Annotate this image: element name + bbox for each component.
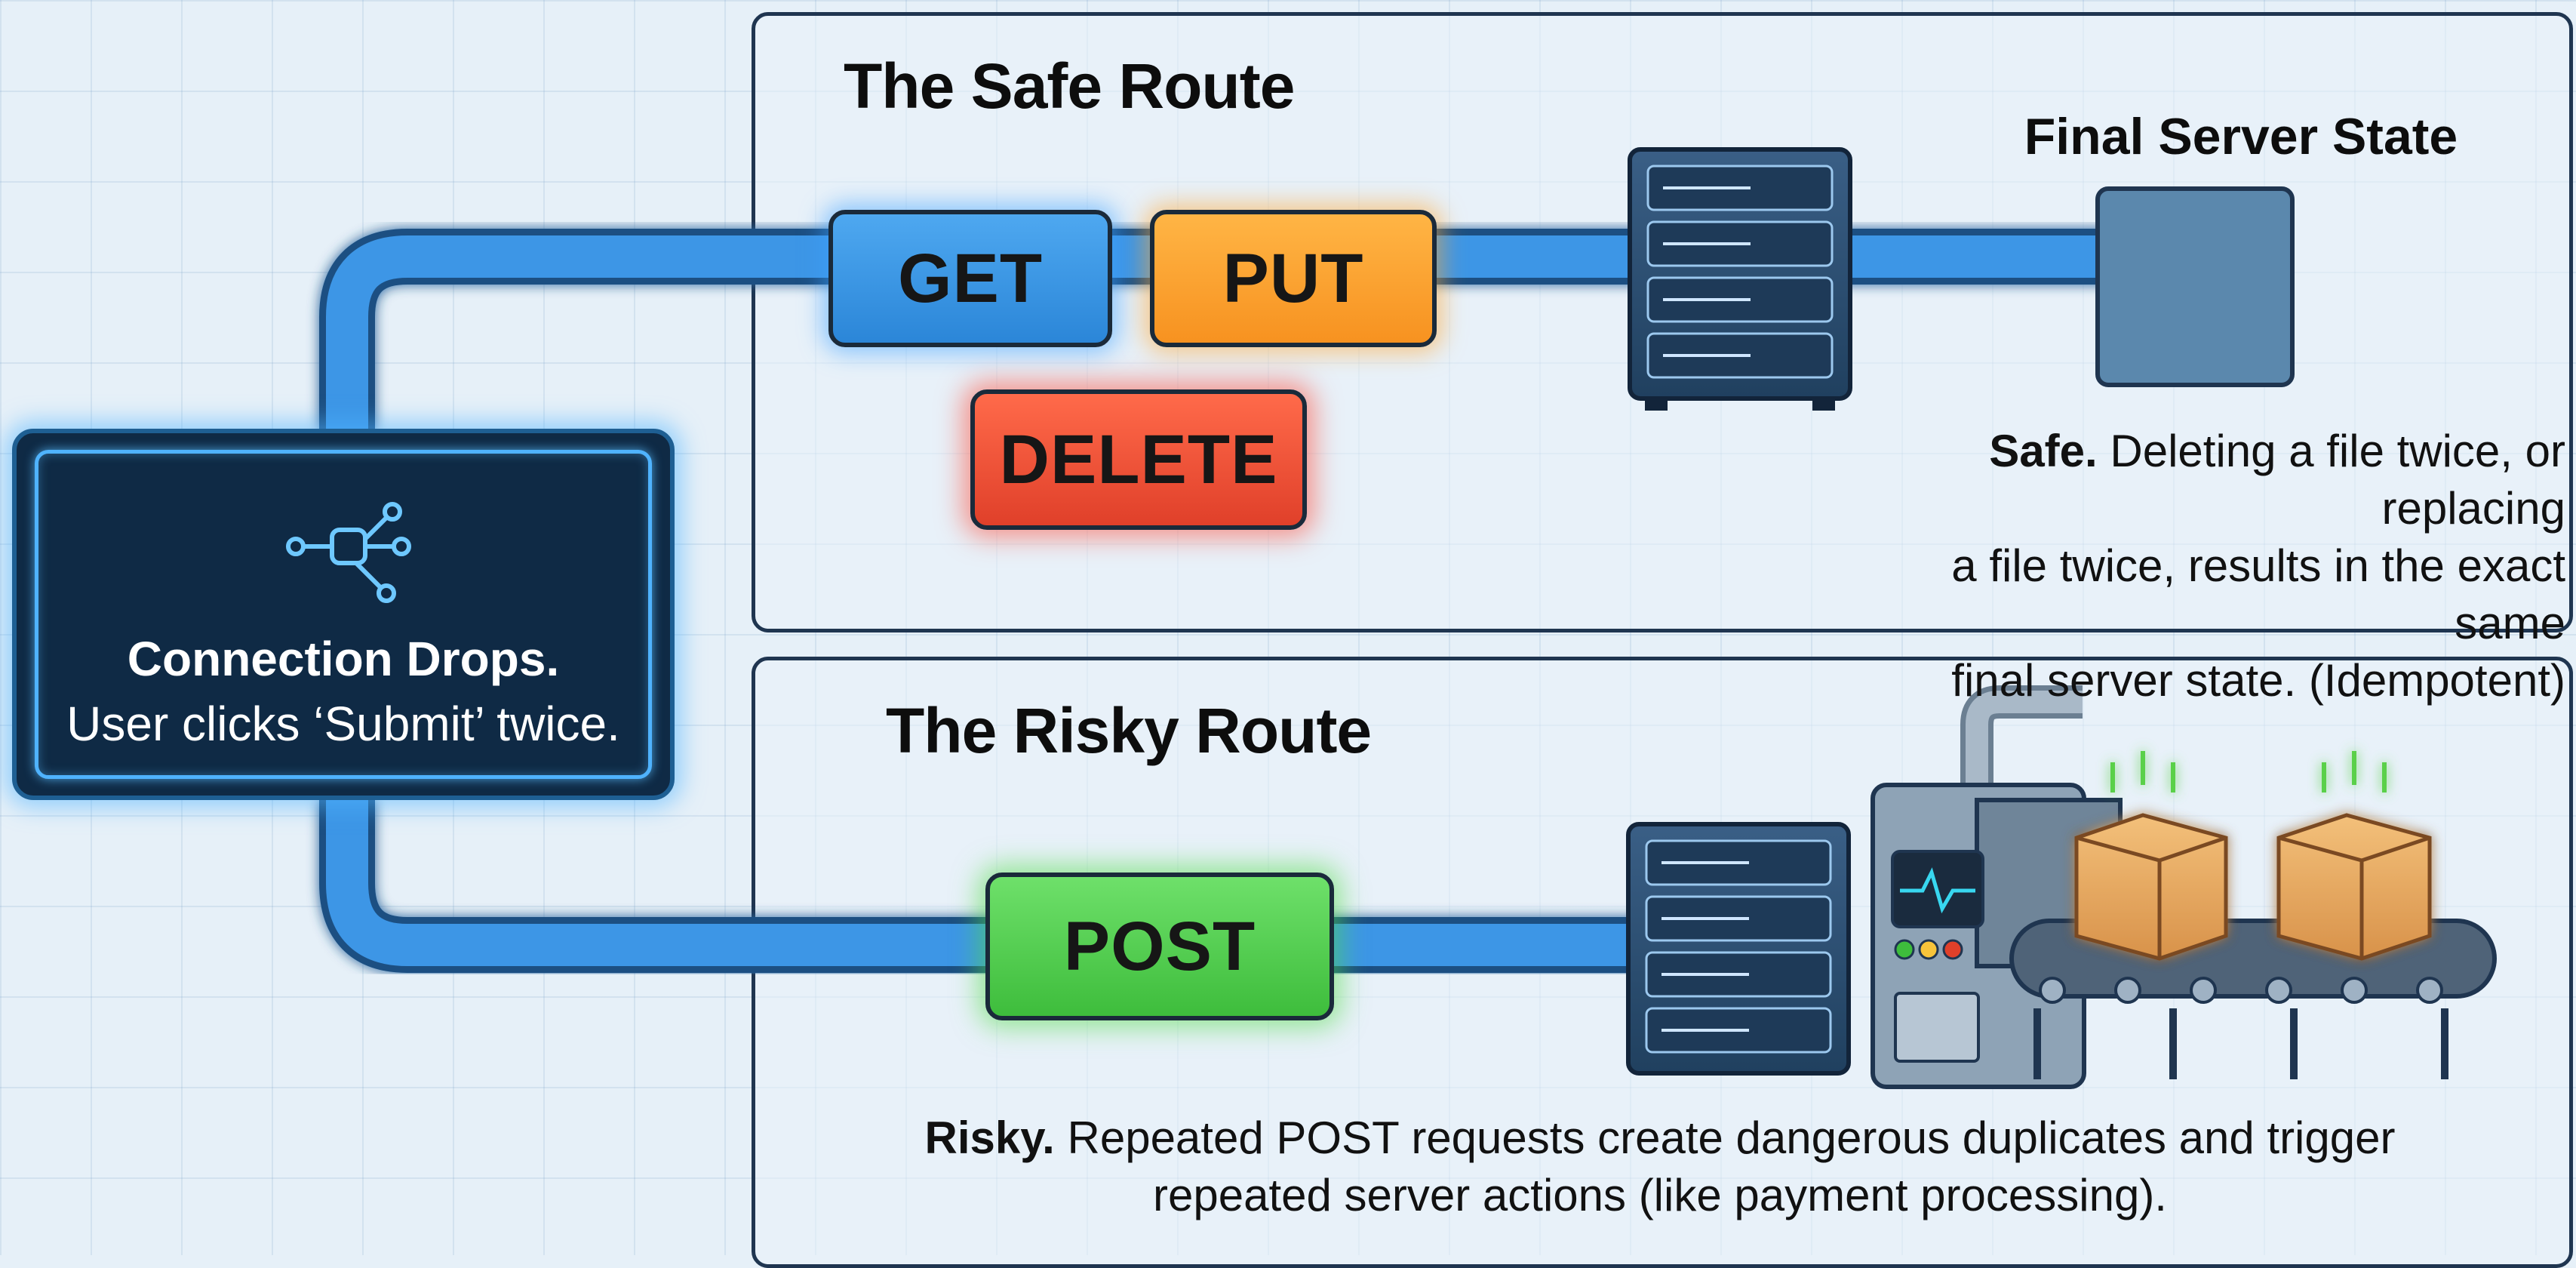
delete-method-badge: DELETE — [970, 389, 1307, 530]
risky-caption-line2: repeated server actions (like payment pr… — [1153, 1170, 2167, 1220]
safe-route-title: The Safe Route — [844, 51, 1295, 122]
factory-machine-icon — [1871, 685, 2123, 1089]
put-method-badge: PUT — [1150, 210, 1437, 347]
connection-title: Connection Drops. — [127, 632, 560, 686]
safe-caption-lead: Safe. — [1989, 426, 2098, 476]
get-method-badge: GET — [828, 210, 1112, 347]
request-pipe-bottom — [319, 800, 1645, 973]
package-box-icon — [2276, 751, 2432, 961]
network-hub-icon — [286, 502, 411, 603]
risky-caption-lead: Risky. — [924, 1113, 1055, 1163]
server-rack-icon — [1628, 147, 1852, 411]
risky-caption-line1: Repeated POST requests create dangerous … — [1054, 1113, 2396, 1163]
safe-caption-line1: Deleting a file twice, or replacing — [2097, 426, 2565, 534]
package-box-icon — [2074, 751, 2228, 961]
request-pipe-top — [319, 229, 2113, 430]
safe-caption-line3: final server state. (Idempotent) — [1951, 655, 2565, 706]
final-server-state-box — [2095, 186, 2295, 387]
final-server-state-label: Final Server State — [2024, 108, 2458, 165]
safe-route-caption: Safe. Deleting a file twice, or replacin… — [1841, 423, 2565, 709]
connection-subtitle: User clicks ‘Submit’ twice. — [66, 697, 620, 751]
post-method-badge: POST — [985, 873, 1334, 1020]
risky-route-caption: Risky. Repeated POST requests create dan… — [755, 1110, 2565, 1224]
risky-route-title: The Risky Route — [886, 695, 1372, 766]
safe-caption-line2: a file twice, results in the exact same — [1951, 540, 2565, 648]
server-rack-icon — [1626, 822, 1851, 1076]
connection-box-frame — [35, 450, 652, 779]
connection-drops-box: Connection Drops. User clicks ‘Submit’ t… — [12, 429, 675, 800]
